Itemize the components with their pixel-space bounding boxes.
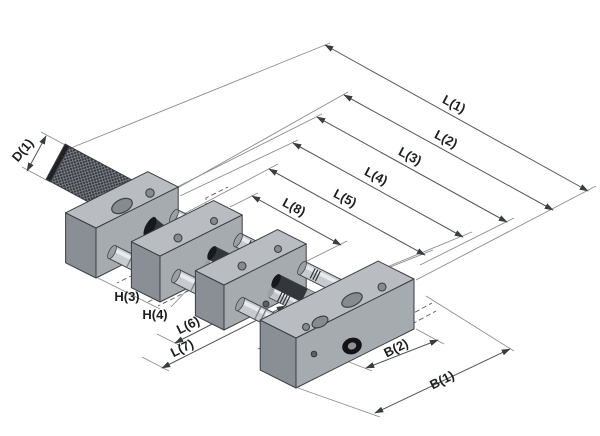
- dim-label-l2: L(2): [432, 127, 460, 151]
- dimension-lines: [26, 44, 589, 414]
- dim-label-l1: L(1): [440, 92, 468, 116]
- dim-line-l1: [324, 44, 589, 192]
- top-hole: [145, 188, 155, 198]
- dim-label-h4: H(4): [142, 307, 167, 322]
- dim-label-b1: B(1): [427, 368, 456, 393]
- dim-line-l5: [268, 168, 426, 256]
- dim-label-l5: L(5): [331, 186, 359, 210]
- dim-label-l4: L(4): [362, 164, 390, 188]
- dim-label-l7: L(7): [168, 336, 196, 360]
- dim-line-l8: [251, 195, 342, 246]
- dim-line-d1: [26, 135, 47, 172]
- dim-line-l4: [292, 142, 464, 238]
- dim-line-b1: [374, 348, 511, 414]
- top-slot-hole: [111, 197, 133, 215]
- o-ring-port: [342, 337, 362, 355]
- dim-label-l3: L(3): [396, 144, 424, 168]
- dim-label-l8: L(8): [280, 195, 308, 219]
- dim-label-h3: H(3): [114, 289, 139, 304]
- end-block: [259, 260, 415, 389]
- top-slot-hole: [341, 292, 363, 308]
- dim-line-l2: [343, 94, 554, 211]
- top-slot-hole: [311, 315, 329, 329]
